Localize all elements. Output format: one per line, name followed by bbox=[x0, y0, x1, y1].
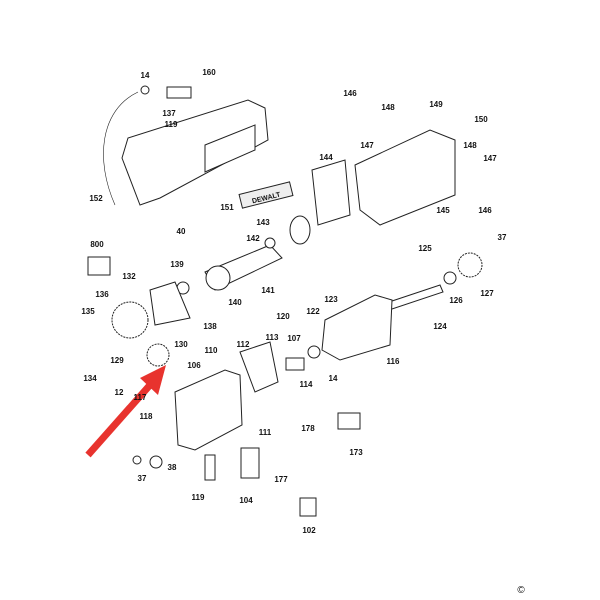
part-label: 140 bbox=[228, 298, 242, 307]
gear-127 bbox=[457, 252, 483, 278]
part-label: 146 bbox=[343, 89, 357, 98]
part-label: 14 bbox=[329, 374, 338, 383]
part-label: 160 bbox=[202, 68, 216, 77]
part-label: 37 bbox=[498, 233, 507, 242]
part-label: 107 bbox=[287, 334, 301, 343]
part-label: 37 bbox=[138, 474, 147, 483]
part-label: 14 bbox=[141, 71, 150, 80]
part-label: 147 bbox=[360, 141, 374, 150]
brush-set-173 bbox=[337, 412, 361, 430]
part-label: 141 bbox=[261, 286, 275, 295]
part-label: 178 bbox=[301, 424, 315, 433]
part-label: 118 bbox=[140, 412, 153, 421]
gear-136 bbox=[111, 301, 149, 339]
part-label: 106 bbox=[187, 361, 201, 370]
field-coil-144 bbox=[311, 159, 351, 226]
part-label: 120 bbox=[276, 312, 290, 321]
switch-104 bbox=[240, 447, 260, 479]
gear-housing-116 bbox=[321, 294, 393, 361]
clip-37 bbox=[132, 455, 142, 465]
part-label: 145 bbox=[436, 206, 450, 215]
part-label: 144 bbox=[319, 153, 333, 162]
part-label: 136 bbox=[95, 290, 109, 299]
part-label: 117 bbox=[134, 393, 147, 402]
part-label: 149 bbox=[429, 100, 443, 109]
copyright-mark: © bbox=[517, 585, 525, 596]
part-label: 150 bbox=[474, 115, 488, 124]
part-label: 142 bbox=[246, 234, 260, 243]
part-label: 152 bbox=[89, 194, 103, 203]
part-label: 40 bbox=[177, 227, 186, 236]
part-label: 102 bbox=[302, 526, 316, 535]
part-label: 134 bbox=[83, 374, 97, 383]
tool-800 bbox=[87, 256, 111, 276]
part-label: 129 bbox=[110, 356, 124, 365]
part-label: 38 bbox=[168, 463, 177, 472]
part-label: 130 bbox=[174, 340, 188, 349]
bearing-142 bbox=[264, 237, 276, 249]
red-indicator-arrow bbox=[85, 365, 166, 458]
part-label: 177 bbox=[274, 475, 288, 484]
part-label: 127 bbox=[480, 289, 494, 298]
part-label: 119 bbox=[165, 120, 178, 129]
part-label: 112 bbox=[237, 340, 250, 349]
switch-102 bbox=[299, 497, 317, 517]
part-label: 113 bbox=[266, 333, 279, 342]
part-119 bbox=[204, 454, 216, 481]
part-label: 135 bbox=[81, 307, 95, 316]
part-label: 119 bbox=[192, 493, 205, 502]
motor-housing-cover bbox=[103, 91, 269, 206]
part-label: 124 bbox=[433, 322, 447, 331]
part-113 bbox=[285, 357, 305, 371]
part-label: 148 bbox=[463, 141, 477, 150]
part-label: 125 bbox=[418, 244, 432, 253]
gear-38 bbox=[149, 455, 163, 469]
part-label: 146 bbox=[478, 206, 492, 215]
part-label: 12 bbox=[115, 388, 124, 397]
part-label: 139 bbox=[170, 260, 184, 269]
part-label: 123 bbox=[324, 295, 338, 304]
part-label: 122 bbox=[306, 307, 320, 316]
part-label: 147 bbox=[483, 154, 497, 163]
label-plate-160 bbox=[166, 86, 192, 99]
part-label: 173 bbox=[349, 448, 363, 457]
dewalt-badge bbox=[238, 181, 294, 209]
part-label: 114 bbox=[300, 380, 313, 389]
part-label: 148 bbox=[381, 103, 395, 112]
part-label: 137 bbox=[162, 109, 176, 118]
part-label: 126 bbox=[449, 296, 463, 305]
part-label: 143 bbox=[256, 218, 270, 227]
switch-plate-112 bbox=[239, 341, 279, 393]
part-label: 111 bbox=[259, 428, 272, 437]
part-label: 800 bbox=[90, 240, 104, 249]
bearing-126 bbox=[443, 271, 457, 285]
part-label: 151 bbox=[220, 203, 234, 212]
gear-130 bbox=[146, 343, 170, 367]
baffle-143 bbox=[289, 215, 311, 245]
gear-case-138 bbox=[149, 281, 191, 326]
part-label: 110 bbox=[205, 346, 218, 355]
rear-housing-145 bbox=[354, 129, 456, 226]
handle-housing-110 bbox=[174, 369, 243, 451]
part-label: 138 bbox=[203, 322, 217, 331]
screw-14 bbox=[140, 85, 150, 95]
part-label: 116 bbox=[387, 357, 400, 366]
part-label: 104 bbox=[239, 496, 253, 505]
armature-140 bbox=[204, 244, 283, 291]
part-label: 132 bbox=[122, 272, 136, 281]
bearing-114 bbox=[307, 345, 321, 359]
